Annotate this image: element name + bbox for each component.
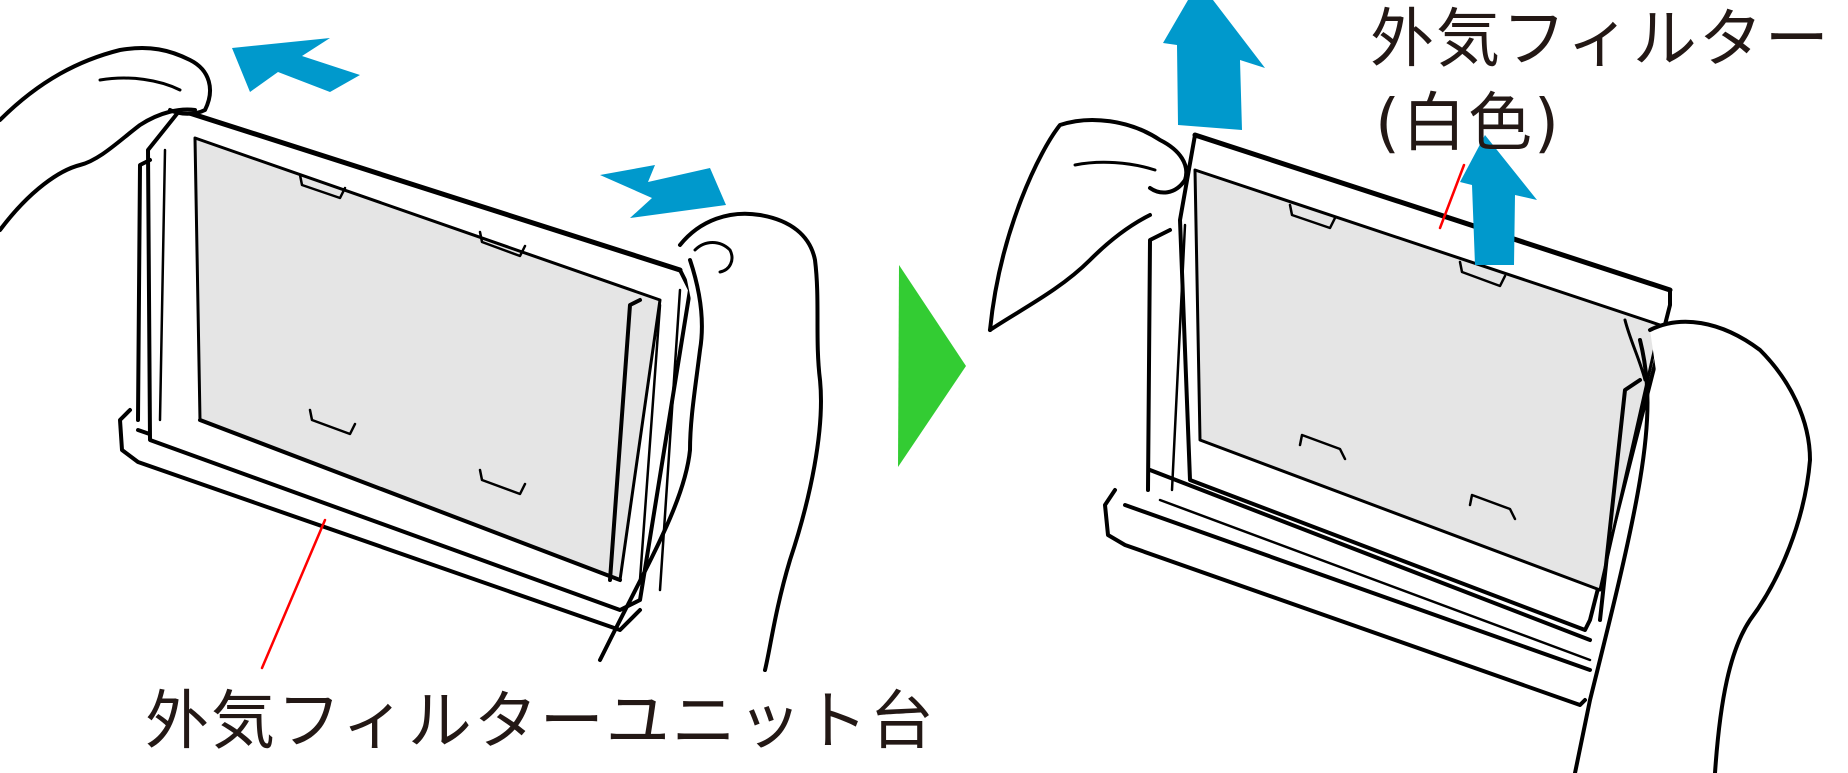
right-hand-2 bbox=[1573, 318, 1812, 773]
filter-color-label: (白色) bbox=[1375, 87, 1561, 161]
left-hand bbox=[0, 46, 212, 232]
filter-leader-line bbox=[1438, 163, 1466, 230]
step-1-illustration bbox=[0, 46, 823, 672]
outdoor-filter-label: 外気フィルター bbox=[1370, 3, 1831, 77]
left-hand-2 bbox=[988, 118, 1189, 332]
step-2-arrows bbox=[1163, 0, 1537, 265]
filter-frame bbox=[136, 107, 692, 612]
arrow-up-right-icon bbox=[1460, 135, 1537, 265]
next-step-triangle-icon bbox=[898, 265, 966, 467]
step-1-arrows bbox=[232, 38, 726, 218]
arrow-outward-left-icon bbox=[232, 38, 360, 92]
arrow-up-left-icon bbox=[1163, 0, 1265, 130]
filter-unit-base-2 bbox=[1103, 468, 1592, 707]
unit-base-leader-line bbox=[260, 518, 327, 670]
step-2-illustration bbox=[988, 118, 1812, 773]
filter-frame-2 bbox=[1146, 132, 1673, 632]
arrow-outward-right-icon bbox=[600, 165, 726, 218]
right-hand bbox=[598, 211, 823, 672]
filter-unit-base-label: 外気フィルターユニット台 bbox=[145, 685, 936, 759]
